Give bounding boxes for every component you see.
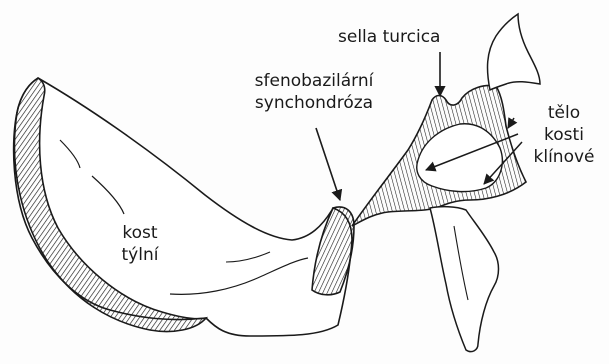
occipital-bone-outline [14,78,352,336]
synchondrosis-label: sfenobazilární synchondróza [244,70,384,114]
synchondrosis-label-line1: sfenobazilární [244,70,384,92]
synchondrosis-label-line2: synchondróza [244,92,384,114]
sphenoid-body-label-line1: tělo [521,102,607,124]
occipital-bone-label-line1: kost [110,222,170,244]
occipital-bone-label: kost týlní [110,222,170,266]
occipital-bone-label-line2: týlní [110,244,170,266]
pterygoid-process [430,207,499,352]
sphenoid-body-label: tělo kosti klínové [521,102,607,168]
dorsum-sellae [488,14,540,90]
sphenoid-body-label-line3: klínové [521,146,607,168]
synchondrosis-arrow [316,128,340,200]
sella-turcica-label: sella turcica [338,26,440,48]
sphenoid-body-arrow [508,118,514,128]
sphenoid-body-label-line2: kosti [521,124,607,146]
